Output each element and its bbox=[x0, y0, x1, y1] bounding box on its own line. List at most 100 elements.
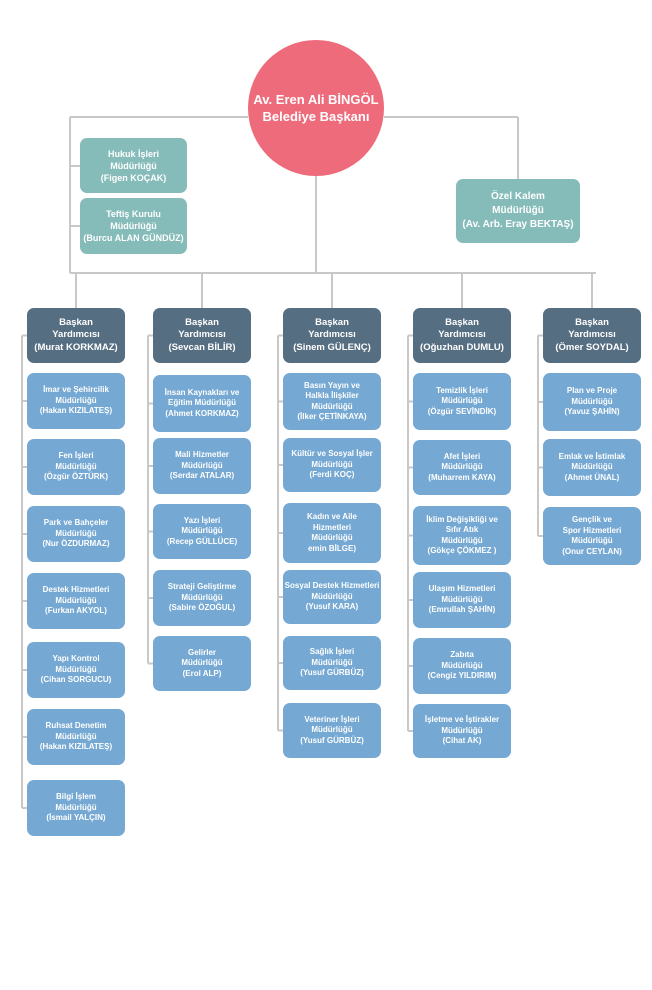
node-label-line: Başkan bbox=[315, 316, 349, 328]
node-label-line: Sosyal Destek Hizmetleri bbox=[284, 581, 380, 591]
node-label-line: (Yusuf GÜRBÜZ) bbox=[300, 668, 364, 678]
node-label-line: Hizmetleri bbox=[312, 522, 352, 532]
node-label-line: Basın Yayın ve bbox=[304, 380, 360, 390]
node-label-line: (Serdar ATALAR) bbox=[169, 471, 235, 481]
node-label-line: Destek Hizmetleri bbox=[42, 585, 110, 595]
node-label-line: (Recep GÜLLÜCE) bbox=[166, 536, 238, 546]
node-label-line: Müdürlüğü bbox=[571, 462, 613, 472]
node-label-line: (Hakan KIZILATEŞ) bbox=[39, 742, 113, 752]
node-label-line: Afet İşleri bbox=[443, 451, 481, 461]
node-label-line: (İlker ÇETİNKAYA) bbox=[297, 412, 367, 421]
node-label-line: İklim Değişikliği ve bbox=[426, 514, 498, 524]
node-label-line: (Av. Arb. Eray BEKTAŞ) bbox=[462, 219, 574, 230]
node-label-line: Müdürlüğü bbox=[441, 660, 483, 670]
node-label-line: Başkan bbox=[575, 316, 609, 328]
node-label-line: Başkan bbox=[59, 316, 93, 328]
node-label-line: Strateji Geliştirme bbox=[167, 582, 237, 592]
node-label-line: Bilgi İşlem bbox=[55, 792, 96, 802]
node-label-line: Yardımcısı bbox=[438, 329, 486, 341]
node-label-line: İşletme ve İştirakler bbox=[424, 715, 500, 725]
node-label-line: Sıfır Atık bbox=[445, 525, 479, 534]
node-label-line: Müdürlüğü bbox=[110, 160, 157, 171]
node-label-line: Başkan bbox=[445, 316, 479, 328]
node-label-line: (Yavuz ŞAHİN) bbox=[564, 407, 620, 417]
node-label-line: Yazı İşleri bbox=[183, 515, 221, 525]
node-label-line: Teftiş Kurulu bbox=[106, 209, 161, 219]
node-label-line: Müdürlüğü bbox=[441, 594, 483, 604]
node-label-line: Mali Hizmetler bbox=[175, 450, 229, 460]
node-label-line: Müdürlüğü bbox=[55, 664, 97, 674]
mayor-name: Av. Eren Ali BİNGÖL bbox=[253, 92, 379, 107]
node-label-line: Müdürlüğü bbox=[181, 658, 223, 668]
node-label-line: Müdürlüğü bbox=[441, 725, 483, 735]
node-label-line: Başkan bbox=[185, 316, 219, 328]
node-label-line: (Cihan SORGUCU) bbox=[40, 675, 112, 685]
node-label-line: Fen İşleri bbox=[58, 451, 94, 461]
node-label-line: Yardımcısı bbox=[52, 329, 100, 341]
mayor-node: Av. Eren Ali BİNGÖL Belediye Başkanı bbox=[248, 40, 384, 176]
node-label-line: Özel Kalem bbox=[491, 191, 545, 202]
node-label-line: Müdürlüğü bbox=[55, 395, 97, 405]
node-label-line: (Erol ALP) bbox=[182, 668, 222, 678]
node-label-line: Müdürlüğü bbox=[311, 459, 353, 469]
node-label-line: Yardımcısı bbox=[308, 329, 356, 341]
node-label-line: Müdürlüğü bbox=[55, 802, 97, 812]
node-label-line: Müdürlüğü bbox=[571, 536, 613, 545]
node-label-line: (Ahmet KORKMAZ) bbox=[165, 408, 239, 418]
node-label-line: Müdürlüğü bbox=[311, 725, 353, 735]
node-label-line: Müdürlüğü bbox=[492, 205, 544, 216]
node-label-line: Gelirler bbox=[187, 647, 216, 657]
node-label-line: Müdürlüğü bbox=[110, 221, 157, 231]
node-label-line: Müdürlüğü bbox=[181, 526, 223, 536]
node-label-line: Zabıta bbox=[450, 650, 474, 660]
node-label-line: Yardımcısı bbox=[178, 329, 226, 341]
node-label-line: Müdürlüğü bbox=[311, 591, 353, 601]
node-label-line: Müdürlüğü bbox=[181, 592, 223, 602]
node-label-line: Müdürlüğü bbox=[441, 462, 483, 472]
node-label-line: Müdürlüğü bbox=[55, 528, 97, 538]
node-label-line: Müdürlüğü bbox=[55, 461, 97, 471]
mayor-title: Belediye Başkanı bbox=[262, 109, 370, 124]
node-label-line: Kadın ve Aile bbox=[307, 512, 357, 521]
node-label-line: (Özgür ÖZTÜRK) bbox=[44, 472, 108, 482]
node-label-line: (Ömer SOYDAL) bbox=[555, 341, 629, 353]
node-label-line: (Nur ÖZDURMAZ) bbox=[42, 539, 110, 549]
node-label-line: Yapı Kontrol bbox=[52, 654, 100, 664]
node-label-line: (Sevcan BİLİR) bbox=[168, 341, 236, 353]
node-label-line: Temizlik İşleri bbox=[436, 385, 488, 395]
node-label-line: (Ahmet ÜNAL) bbox=[564, 472, 620, 482]
node-label-line: Spor Hizmetleri bbox=[562, 525, 622, 535]
node-label-line: (Figen KOÇAK) bbox=[100, 172, 167, 183]
node-label-line: Park ve Bahçeler bbox=[43, 518, 109, 528]
node-label-line: (Cengiz YILDIRIM) bbox=[427, 671, 497, 681]
node-label-line: Müdürlüğü bbox=[311, 657, 353, 667]
node-label-line: Müdürlüğü bbox=[55, 731, 97, 741]
node-label-line: Müdürlüğü bbox=[311, 533, 353, 542]
node-label-line: Ruhsat Denetim bbox=[45, 721, 107, 731]
node-label-line: (Özgür SEVİNDİK) bbox=[427, 406, 497, 416]
node-label-line: Kültür ve Sosyal İşler bbox=[291, 449, 373, 459]
node-label-line: Hukuk İşleri bbox=[107, 148, 160, 159]
node-label-line: (Hakan KIZILATEŞ) bbox=[39, 406, 113, 416]
node-label-line: Gençlik ve bbox=[571, 515, 613, 524]
